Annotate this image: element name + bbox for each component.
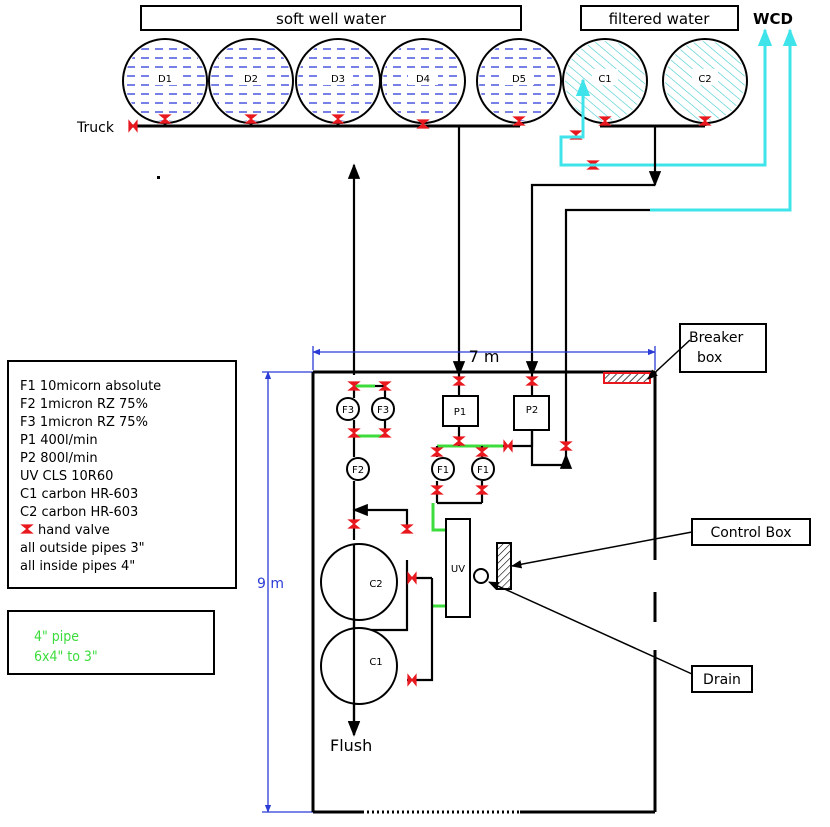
drain-label: Drain xyxy=(703,672,741,688)
tank-c2-label: C2 xyxy=(698,74,711,85)
tank-c1-label: C1 xyxy=(598,74,611,85)
filtered-water-box xyxy=(580,5,739,31)
c1-outlet-valve-icon[interactable] xyxy=(407,674,417,686)
building-walls xyxy=(311,370,657,814)
filter-f2 xyxy=(346,457,370,481)
legend-line-6: C1 carbon HR-603 xyxy=(20,487,138,502)
filter-f2-label: F2 xyxy=(352,465,364,476)
control-box-callout xyxy=(691,518,811,546)
f3a-outlet-valve-icon[interactable] xyxy=(348,428,360,438)
pump-p1-label: P1 xyxy=(454,407,466,418)
soft-well-water-label: soft well water xyxy=(276,10,387,28)
p2-inlet-valve-icon[interactable] xyxy=(526,376,538,386)
c2-inlet-valve-icon[interactable] xyxy=(348,519,360,529)
breaker-box-callout xyxy=(679,323,767,373)
control-box-icon xyxy=(496,542,512,590)
filter-f1a-label: F1 xyxy=(437,465,449,476)
p2-return-valve-icon[interactable] xyxy=(560,441,572,451)
pipe-legend-line-1: 6x4" to 3" xyxy=(34,649,98,665)
soft-water-manifold xyxy=(131,123,521,128)
breaker-box-label-1: Breaker xyxy=(689,330,743,346)
carbon-c2-vessel xyxy=(320,543,398,621)
drain-callout xyxy=(691,665,753,693)
uv-label: UV xyxy=(451,564,465,575)
tank-d1 xyxy=(122,38,208,124)
carbon-c1-vessel xyxy=(320,627,398,705)
green-pipes xyxy=(354,384,503,608)
dot-marker xyxy=(157,176,160,179)
breaker-box-icon xyxy=(603,372,651,384)
soft-well-water-box xyxy=(140,5,522,31)
tank-d2 xyxy=(208,38,294,124)
f1b-inlet-valve-icon[interactable] xyxy=(476,447,488,457)
dimension-width xyxy=(312,346,656,370)
filtered-water-manifold xyxy=(600,123,707,128)
control-box-label: Control Box xyxy=(710,525,791,541)
f1a-inlet-valve-icon[interactable] xyxy=(431,447,443,457)
legend-line-3: P1 400l/min xyxy=(20,433,98,448)
filter-f3b xyxy=(371,397,395,421)
truck-label: Truck xyxy=(76,120,115,136)
pipe-legend-line-0: 4" pipe xyxy=(34,629,79,645)
filtered-water-label: filtered water xyxy=(609,10,711,28)
pump-p1 xyxy=(442,395,479,427)
pipe-legend-box xyxy=(7,610,215,675)
drain-icon xyxy=(473,568,489,584)
dimension-height xyxy=(262,371,313,813)
carbon-c1-label: C1 xyxy=(369,657,382,668)
legend-lines: F1 10micorn absolute F2 1micron RZ 75% F… xyxy=(20,379,161,574)
filter-f1a xyxy=(431,457,455,481)
p2-outlet-valve-icon[interactable] xyxy=(503,440,513,452)
tank-d5-label: D5 xyxy=(512,74,526,85)
d4-valve-icon[interactable] xyxy=(417,119,429,129)
p1-outlet-valve-icon[interactable] xyxy=(453,436,465,446)
legend-box xyxy=(7,360,237,589)
tank-d4-label: D4 xyxy=(416,74,430,85)
legend-line-7: C2 carbon HR-603 xyxy=(20,505,138,520)
filter-f1b xyxy=(471,457,495,481)
legend-line-0: F1 10micorn absolute xyxy=(20,379,161,394)
pump-p2-label: P2 xyxy=(526,405,538,416)
c2-bypass-valve-icon[interactable] xyxy=(401,524,413,534)
f1a-outlet-valve-icon[interactable] xyxy=(431,485,443,495)
tank-c2 xyxy=(662,38,748,124)
legend-line-8: hand valve xyxy=(38,523,110,538)
legend-line-9: all outside pipes 3" xyxy=(20,541,145,556)
carbon-c2-label: C2 xyxy=(369,579,382,590)
legend-line-2: F3 1micron RZ 75% xyxy=(20,415,148,430)
legend-line-10: all inside pipes 4" xyxy=(20,559,135,574)
c2-outlet-valve-icon[interactable] xyxy=(407,572,417,584)
wcd-pipes xyxy=(559,28,798,212)
f1b-outlet-valve-icon[interactable] xyxy=(476,485,488,495)
pump-p2 xyxy=(513,395,550,431)
tank-d5 xyxy=(476,38,562,124)
filter-f3a xyxy=(336,397,360,421)
breaker-leader xyxy=(647,339,691,380)
truck-valve-icon[interactable] xyxy=(128,120,138,132)
filter-f3b-label: F3 xyxy=(377,405,389,416)
legend-line-1: F2 1micron RZ 75% xyxy=(20,397,148,412)
height-label: 9 m xyxy=(257,576,284,592)
p1-inlet-valve-icon[interactable] xyxy=(453,376,465,386)
supply-pipes xyxy=(347,126,662,455)
control-leader xyxy=(510,531,693,569)
filter-f3a-label: F3 xyxy=(342,405,354,416)
uv-unit xyxy=(445,518,471,618)
width-label: 7 m xyxy=(469,347,500,366)
flush-label: Flush xyxy=(330,736,372,755)
tank-d3-label: D3 xyxy=(331,74,345,85)
tank-d1-label: D1 xyxy=(158,74,172,85)
legend-line-4: P2 800l/min xyxy=(20,451,98,466)
wcd-label: WCD xyxy=(753,10,793,28)
filter-f1b-label: F1 xyxy=(477,465,489,476)
breaker-box-label-2: box xyxy=(697,350,722,366)
drain-leader xyxy=(488,581,693,675)
tank-d2-label: D2 xyxy=(244,74,258,85)
legend-line-5: UV CLS 10R60 xyxy=(20,469,113,484)
f3b-outlet-valve-icon[interactable] xyxy=(379,428,391,438)
